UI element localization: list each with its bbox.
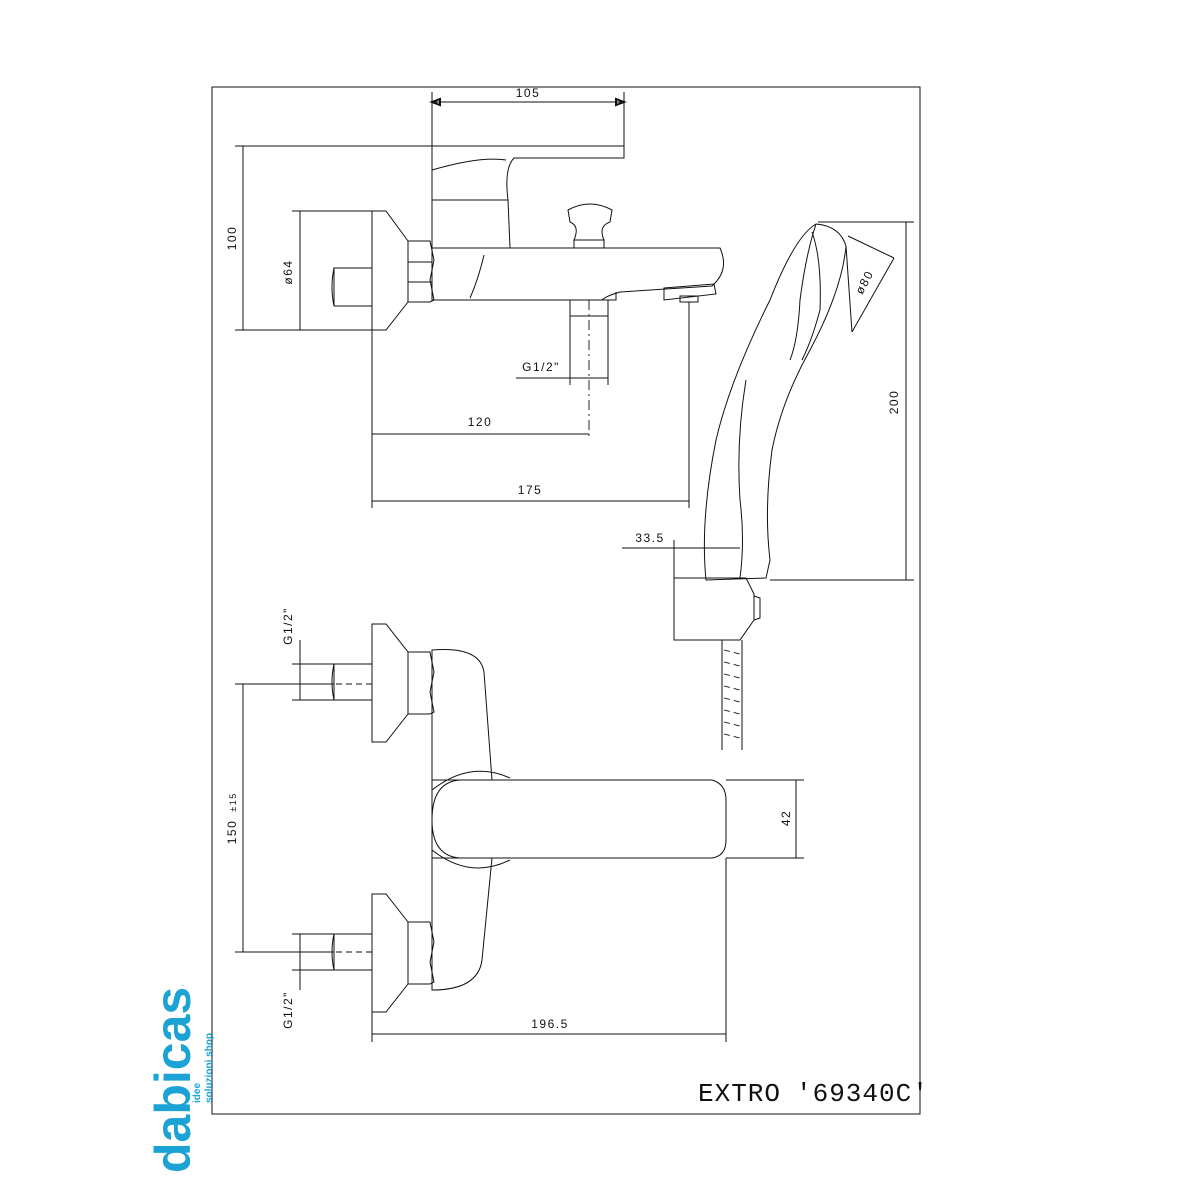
brand-logo: dabicasa idee soluzioni shop [145, 985, 215, 1173]
dim-inlet-thread-top: G1/2" [281, 607, 295, 645]
hand-shower [673, 223, 847, 750]
dim-inlet-centres: 150 [225, 820, 239, 845]
dim-holder-offset: 33.5 [635, 531, 664, 545]
dim-shower-head-diameter: ø80 [852, 268, 876, 297]
top-view-dimensions: G1/2" 150 ±15 42 G1/2" 196.5 [225, 607, 804, 1042]
dim-spout-reach: 175 [518, 483, 543, 497]
dim-total-depth: 196.5 [531, 1017, 569, 1031]
brand-name: dabicasa [145, 985, 201, 1173]
dim-outlet-distance: 120 [468, 415, 493, 429]
product-name: EXTRO [698, 1079, 781, 1109]
brand-tagline-1: idee [192, 1083, 203, 1103]
dim-shower-length: 200 [887, 390, 901, 415]
dim-top-width: 105 [516, 86, 541, 100]
dim-lever-height: 42 [779, 810, 793, 826]
dim-inlet-thread-bottom: G1/2" [281, 991, 295, 1029]
product-code: '69340C' [796, 1079, 929, 1109]
dim-outlet-thread: G1/2" [522, 360, 560, 374]
dim-height-total: 100 [225, 226, 239, 251]
drawing-frame [211, 86, 921, 1115]
side-view [331, 145, 725, 331]
dim-flange-diameter: ø64 [281, 259, 295, 284]
dim-inlet-centres-tolerance: ±15 [228, 792, 238, 811]
side-view-dimensions: 105 100 ø64 G1/2" 120 175 [225, 86, 690, 508]
top-view [331, 623, 727, 1013]
brand-tagline-2: soluzioni shop [204, 1033, 215, 1103]
